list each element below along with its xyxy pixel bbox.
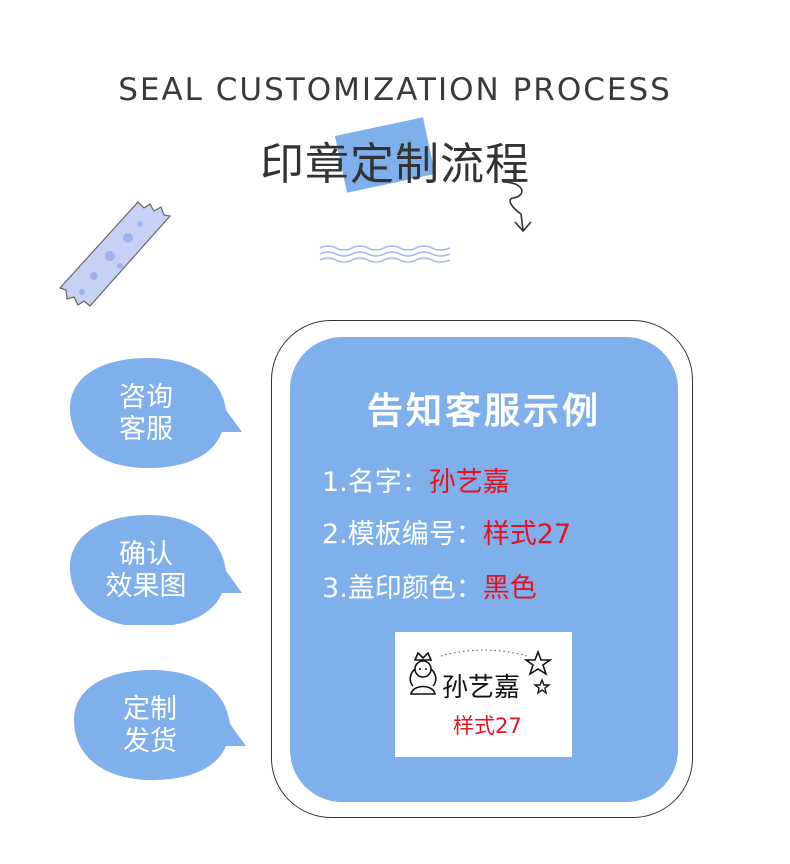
step-bubble-make: 定制 发货: [70, 668, 250, 780]
info-row-color: 3.盖印颜色：黑色: [322, 573, 537, 604]
curly-arrow-icon: [502, 181, 532, 233]
step-bubble-confirm: 确认 效果图: [66, 513, 246, 625]
step-label: 咨询 客服: [119, 382, 173, 445]
dotted-arc-icon: [440, 649, 528, 657]
title-chinese: 印章定制流程: [260, 139, 530, 190]
info-row-template: 2.模板编号：样式27: [322, 519, 572, 550]
step-label: 确认 效果图: [105, 539, 187, 602]
washi-tape-icon: [58, 201, 172, 307]
princess-icon: [409, 651, 437, 695]
step-label: 定制 发货: [123, 694, 177, 757]
preview-name: 孙艺嘉: [442, 673, 521, 703]
preview-style-number: 样式27: [453, 714, 522, 738]
info-row-name: 1.名字：孙艺嘉: [322, 467, 510, 498]
stars-icon: [524, 650, 553, 695]
seal-preview: 孙艺嘉 样式27: [395, 632, 572, 757]
wave-lines-icon: [319, 245, 451, 263]
step-bubble-consult: 咨询 客服: [66, 356, 246, 468]
title-english: SEAL CUSTOMIZATION PROCESS: [118, 72, 672, 108]
example-card-outline: [271, 320, 693, 818]
card-title: 告知客服示例: [366, 391, 601, 432]
